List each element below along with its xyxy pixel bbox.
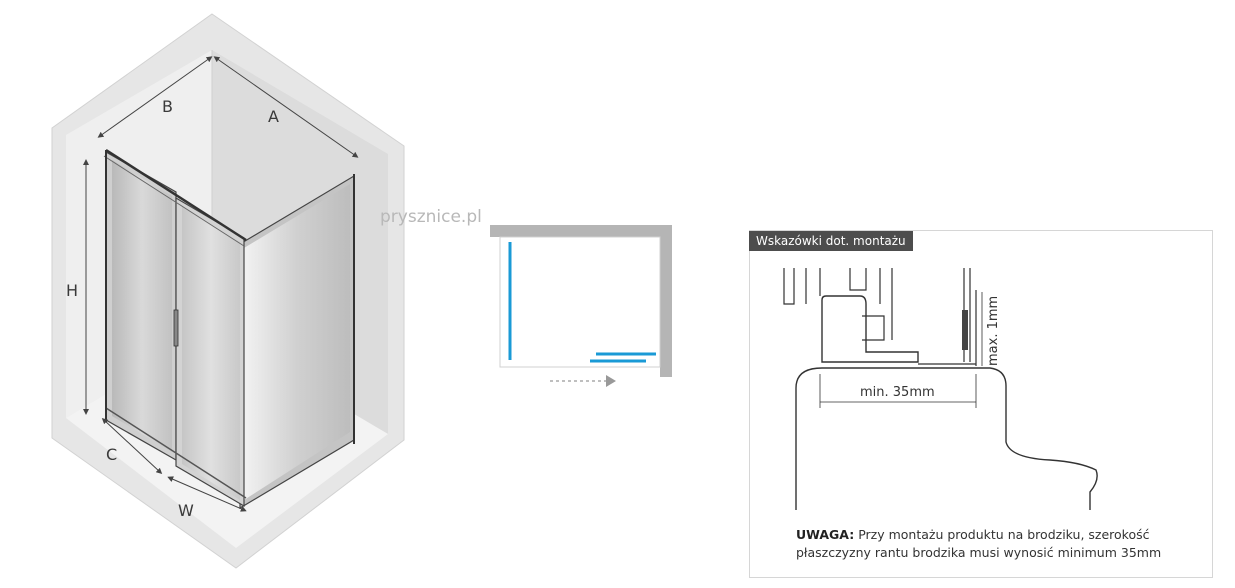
dim-line-c [101,417,163,475]
top-view-plan [490,225,672,387]
dim-line-b [97,56,213,138]
dim-line-a [213,56,359,158]
dim-line-w [167,476,247,512]
warning-line-2: płaszczyzny rantu brodzika musi wynosić … [796,545,1162,560]
dim-label-a: A [268,107,279,126]
dim-label-h: H [66,281,78,300]
watermark: prysznice.pl [380,207,482,227]
installation-tab-label: Wskazówki dot. montażu [749,231,913,251]
warning-label: UWAGA: [796,527,855,542]
dim-label-b: B [162,97,173,116]
min-width-label: min. 35mm [860,385,935,400]
dim-label-w: W [178,501,194,520]
installation-detail-drawing: max. 1mm min. 35mm [783,268,1098,510]
installation-notes-panel [749,230,1213,578]
max-gap-label: max. 1mm [986,296,1001,366]
installation-warning: UWAGA: Przy montażu produktu na brodziku… [796,526,1206,562]
warning-line-1: Przy montażu produktu na brodziku, szero… [858,527,1150,542]
shower-tray-profile [795,367,1098,510]
door-handle [173,309,179,347]
dim-label-c: C [106,445,117,464]
